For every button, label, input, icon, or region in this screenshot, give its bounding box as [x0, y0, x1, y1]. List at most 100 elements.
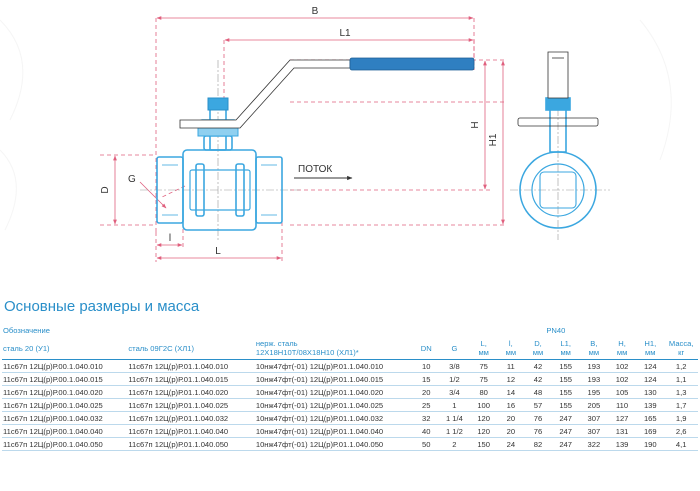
cell-stainless: 10нж47фт(-01) 12Ц(р)Р.01.1.040.015	[254, 372, 414, 386]
col-header-H1: H1,мм	[636, 337, 665, 360]
cell-L: 75	[470, 372, 498, 386]
cell-g: 1 1/2	[438, 424, 471, 438]
col-header-l-name: l,	[508, 339, 513, 348]
cell-H1: 139	[636, 398, 665, 412]
col-header-B-unit: мм	[588, 348, 600, 357]
col-header-l: l,мм	[497, 337, 525, 360]
cell-mass: 1,7	[664, 398, 698, 412]
cell-mass: 1,9	[664, 411, 698, 425]
cell-dn: 32	[413, 411, 439, 425]
cell-l: 20	[497, 424, 525, 438]
section-title: Основные размеры и масса	[4, 298, 200, 315]
col-header-L: L,мм	[470, 337, 498, 360]
cell-H1: 165	[636, 411, 665, 425]
col-header-stainless-line2: 12Х18Н10Т/08Х18Н10 (ХЛ1)*	[255, 348, 359, 357]
cell-l: 16	[497, 398, 525, 412]
cell-L1: 247	[551, 424, 580, 438]
cell-B: 193	[579, 359, 608, 373]
cell-g: 1	[438, 398, 471, 412]
cell-g: 3/4	[438, 385, 471, 399]
col-header-H1-name: H1,	[644, 339, 657, 348]
cell-L: 100	[470, 398, 498, 412]
col-header-D-unit: мм	[532, 348, 544, 357]
cell-L: 120	[470, 411, 498, 425]
cell-dn: 50	[413, 437, 439, 451]
cell-B: 205	[579, 398, 608, 412]
table-row: 11с67п 12Ц(р)Р.00.1.040.040 11с67п 12Ц(р…	[2, 424, 698, 438]
cell-l: 24	[497, 437, 525, 451]
cell-L: 150	[470, 437, 498, 451]
cell-L1: 155	[551, 359, 580, 373]
cell-L1: 247	[551, 411, 580, 425]
col-header-H-name: H,	[618, 339, 626, 348]
col-header-L1-name: L1,	[560, 339, 571, 348]
cell-D: 42	[524, 359, 552, 373]
col-header-L-name: L,	[480, 339, 487, 348]
table-header-row-2: сталь 20 (У1) сталь 09Г2С (ХЛ1) нерж. ст…	[2, 337, 698, 360]
cell-steel09: 11с67п 12Ц(р)Р.01.1.040.010	[127, 359, 255, 373]
cell-H: 139	[607, 437, 637, 451]
cell-steel20: 11с67п 12Ц(р)Р.00.1.040.040	[2, 424, 128, 438]
cell-B: 322	[579, 437, 608, 451]
col-header-g: G	[438, 337, 471, 360]
cell-dn: 15	[413, 372, 439, 386]
cell-l: 12	[497, 372, 525, 386]
col-header-steel09: сталь 09Г2С (ХЛ1)	[127, 337, 255, 360]
cell-L1: 155	[551, 398, 580, 412]
cell-H1: 169	[636, 424, 665, 438]
dimensions-table: Обозначение PN40 сталь 20 (У1) сталь 09Г…	[2, 324, 698, 451]
cell-H: 102	[607, 359, 637, 373]
cell-stainless: 10нж47фт(-01) 12Ц(р)Р.01.1.040.050	[254, 437, 414, 451]
dim-H-label: H	[470, 121, 481, 128]
table-header-row-1: Обозначение PN40	[2, 324, 698, 337]
dim-G-leader	[139, 181, 167, 209]
extension-lines	[100, 18, 505, 262]
col-header-D: D,мм	[524, 337, 552, 360]
cell-B: 193	[579, 372, 608, 386]
dim-l-label: l	[169, 233, 171, 244]
pn-header: PN40	[546, 326, 566, 335]
cell-mass: 2,6	[664, 424, 698, 438]
cell-l: 11	[497, 359, 525, 373]
cell-steel09: 11с67п 12Ц(р)Р.01.1.040.015	[127, 372, 255, 386]
table-row: 11с67п 12Ц(р)Р.00.1.040.020 11с67п 12Ц(р…	[2, 385, 698, 399]
cell-steel20: 11с67п 12Ц(р)Р.00.1.040.020	[2, 385, 128, 399]
cell-D: 57	[524, 398, 552, 412]
stem-nut	[207, 97, 229, 111]
dim-B-label: B	[312, 6, 319, 17]
valve-technical-drawing: B L1 H H1 D G l L ПОТОК	[100, 6, 610, 262]
cell-L: 80	[470, 385, 498, 399]
col-header-H1-unit: мм	[645, 348, 656, 357]
cell-L: 120	[470, 424, 498, 438]
cell-steel20: 11с67п 12Ц(р)Р.00.1.040.050	[2, 437, 128, 451]
cell-steel20: 11с67п 12Ц(р)Р.00.1.040.010	[2, 359, 128, 373]
cell-dn: 20	[413, 385, 439, 399]
side-view-handle	[547, 51, 569, 99]
cell-steel09: 11с67п 12Ц(р)Р.01.1.040.040	[127, 424, 255, 438]
cell-steel09: 11с67п 12Ц(р)Р.01.1.040.020	[127, 385, 255, 399]
cell-dn: 40	[413, 424, 439, 438]
cell-mass: 1,2	[664, 359, 698, 373]
cell-steel09: 11с67п 12Ц(р)Р.01.1.040.032	[127, 411, 255, 425]
col-header-H: H,мм	[607, 337, 637, 360]
stem-gland	[197, 127, 239, 137]
col-header-L1-unit: мм	[560, 348, 571, 357]
cell-dn: 10	[413, 359, 439, 373]
cell-stainless: 10нж47фт(-01) 12Ц(р)Р.01.1.040.040	[254, 424, 414, 438]
cell-B: 195	[579, 385, 608, 399]
col-header-mass: Масса,кг	[664, 337, 698, 360]
col-header-B: B,мм	[579, 337, 608, 360]
cell-dn: 25	[413, 398, 439, 412]
dim-L-label: L	[215, 246, 221, 257]
cell-B: 307	[579, 411, 608, 425]
cell-H: 102	[607, 372, 637, 386]
table-row: 11с67п 12Ц(р)Р.00.1.040.015 11с67п 12Ц(р…	[2, 372, 698, 386]
col-header-L1: L1,мм	[551, 337, 580, 360]
col-header-L-unit: мм	[478, 348, 489, 357]
cell-L1: 155	[551, 372, 580, 386]
cell-steel20: 11с67п 12Ц(р)Р.00.1.040.032	[2, 411, 128, 425]
cell-steel20: 11с67п 12Ц(р)Р.00.1.040.025	[2, 398, 128, 412]
cell-mass: 4,1	[664, 437, 698, 451]
cell-g: 2	[438, 437, 471, 451]
cell-D: 42	[524, 372, 552, 386]
